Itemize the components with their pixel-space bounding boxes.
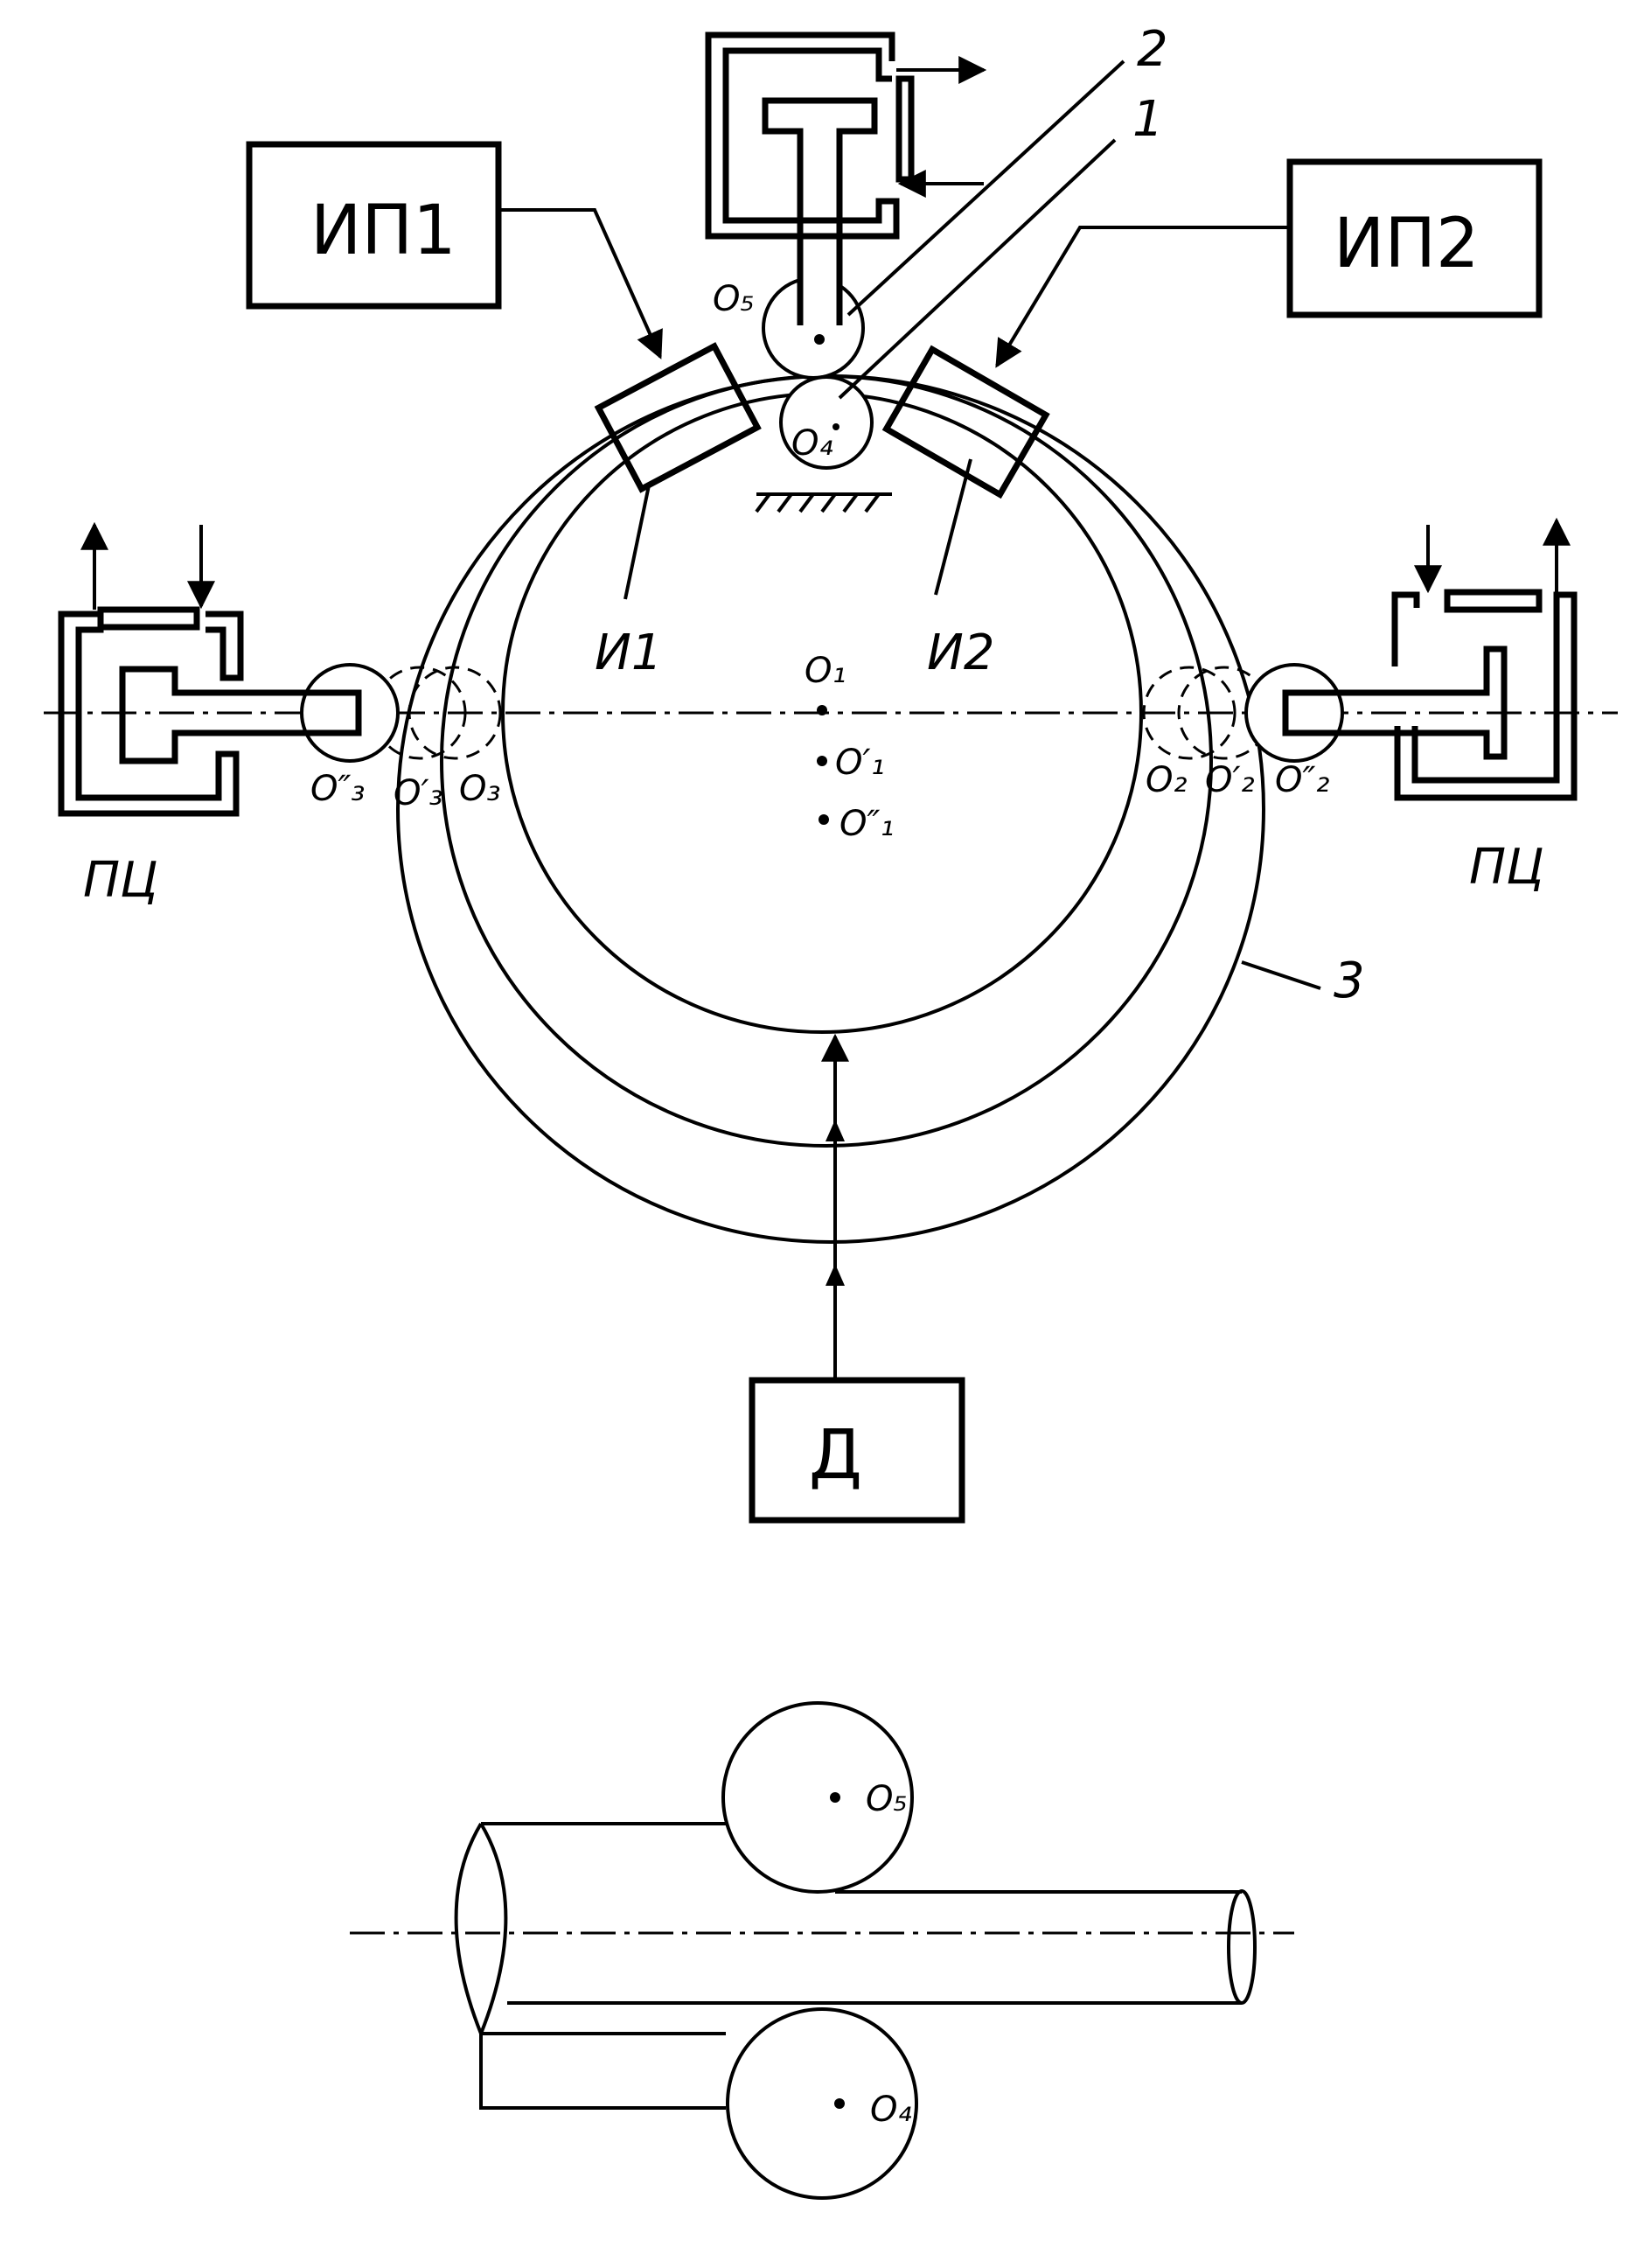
box-ip2-label: ИП2 — [1334, 205, 1480, 283]
label-1: 1 — [1132, 91, 1164, 148]
label-o2: O₂ — [1146, 760, 1188, 800]
roller-o4 — [779, 375, 874, 470]
workpiece-circle-outer — [396, 374, 1265, 1244]
label-o3p: O′₃ — [394, 773, 443, 813]
side-view — [350, 1701, 1294, 2200]
roller-o3-position — [408, 666, 502, 760]
left-roller — [300, 663, 400, 763]
label-o3pp: O″₃ — [310, 769, 365, 809]
box-ip1-label: ИП1 — [310, 192, 456, 270]
top-hydraulic-cylinder — [705, 31, 987, 318]
label-o3: O₃ — [459, 769, 501, 809]
label-2: 2 — [1137, 21, 1168, 78]
right-hydraulic-cylinder — [1282, 517, 1578, 801]
label-i1: И1 — [595, 625, 663, 681]
right-roller — [1244, 663, 1344, 763]
label-o2pp: O″₂ — [1275, 760, 1329, 800]
label-o4-bottom: O₄ — [870, 2090, 912, 2130]
box-ip2 — [1286, 158, 1543, 318]
box-d-label: Д — [809, 1416, 862, 1495]
box-ip1 — [246, 141, 502, 310]
label-o2p: O′₂ — [1205, 760, 1255, 800]
box-d — [749, 1377, 965, 1524]
roller-o2-position — [1142, 666, 1237, 760]
label-o5-bottom: O₅ — [866, 1779, 908, 1819]
label-o4: O₄ — [791, 423, 833, 464]
sensor-i1 — [594, 342, 762, 493]
label-3: 3 — [1334, 953, 1365, 1009]
label-i2: И2 — [927, 625, 995, 681]
sensor-i2 — [881, 345, 1050, 499]
left-hydraulic-cylinder — [58, 521, 362, 817]
label-pc-right: ПЦ — [1469, 839, 1544, 896]
label-o1: O₁ — [805, 651, 846, 691]
label-o1p: O′₁ — [835, 743, 885, 783]
label-pc-left: ПЦ — [83, 852, 158, 909]
label-o1pp: O″₁ — [839, 804, 894, 844]
ground-support — [755, 492, 892, 513]
label-o5: O₅ — [713, 279, 755, 319]
